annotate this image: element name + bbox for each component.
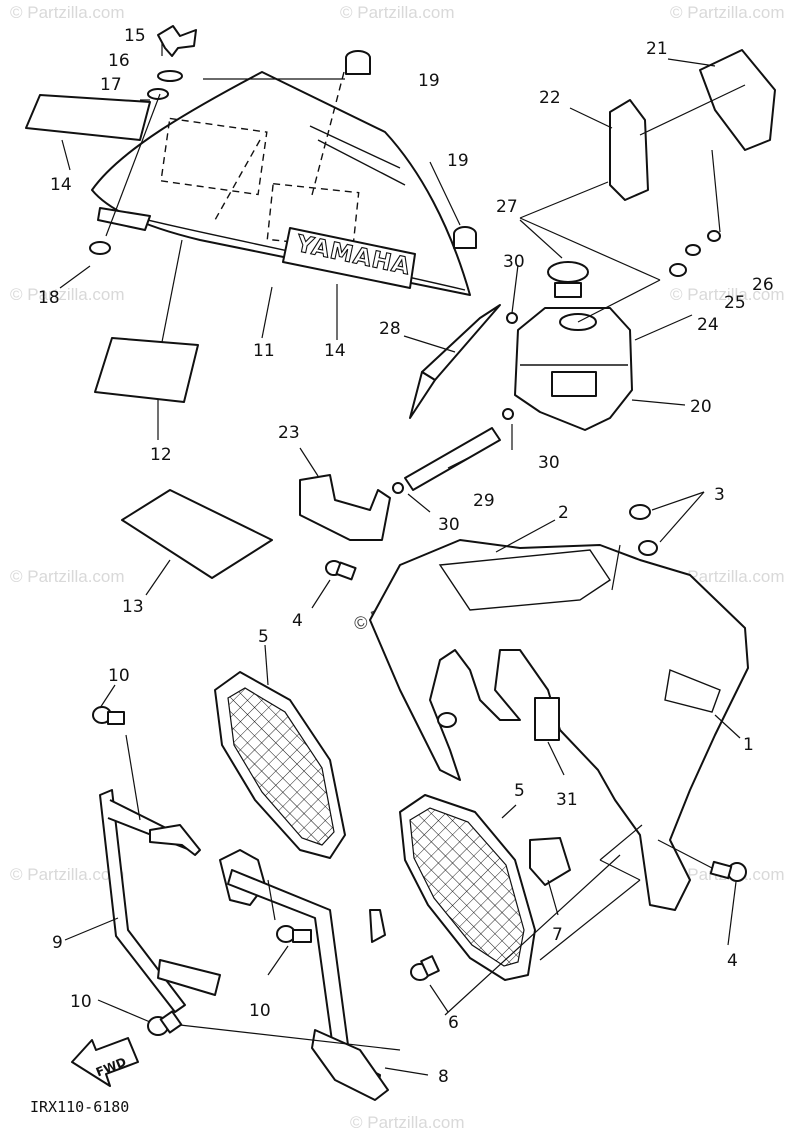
watermark: © Partzilla.com [670, 567, 785, 586]
callout-25: 25 [724, 293, 746, 313]
callout-4-right: 4 [727, 951, 738, 971]
bracket-22 [609, 99, 649, 201]
callout-30-mid: 30 [538, 453, 560, 473]
reservoir-tank-20 [514, 261, 633, 431]
callout-10-left: 10 [108, 666, 130, 686]
watermark: © Partzilla.com [350, 1113, 465, 1132]
callout-20: 20 [690, 397, 712, 417]
watermark: © Partzilla.com [670, 3, 785, 22]
washer-25 [685, 244, 701, 256]
bolt-10-mid [276, 925, 312, 943]
fwd-arrow: FWD [71, 1037, 139, 1087]
clamp-30 [506, 312, 518, 324]
bolt-10-left [92, 706, 125, 725]
watermark: © Partzilla.com [10, 3, 125, 22]
callout-1: 1 [743, 735, 754, 755]
callout-12: 12 [150, 445, 172, 465]
bolt-6 [410, 955, 440, 981]
callout-27: 27 [496, 197, 518, 217]
washer-16 [157, 70, 183, 82]
wing-bolt-15 [157, 25, 197, 57]
bolt-10-bottom [147, 1010, 183, 1036]
grille-5-right [399, 794, 536, 981]
callout-26: 26 [752, 275, 774, 295]
bracket-21 [699, 49, 776, 151]
callout-5-left: 5 [258, 627, 269, 647]
callout-6: 6 [448, 1013, 459, 1033]
washer-17 [147, 88, 169, 100]
callout-2: 2 [558, 503, 569, 523]
callout-19-top: 19 [418, 71, 440, 91]
bolt-4-right [709, 860, 747, 882]
hose-28 [409, 304, 501, 419]
callout-14-left: 14 [50, 175, 72, 195]
bolt-4-top [325, 560, 357, 581]
callout-numbers: 1 2 3 4 4 5 5 6 7 8 9 10 10 10 11 12 13 … [38, 26, 774, 1087]
callout-8: 8 [438, 1067, 449, 1087]
callout-9: 9 [52, 933, 63, 953]
callout-30-bottom: 30 [438, 515, 460, 535]
callout-24: 24 [697, 315, 719, 335]
decal-12 [94, 337, 199, 403]
watermark: © Partzilla.com [10, 567, 125, 586]
guard-9 [99, 789, 221, 1013]
diagram-code: IRX110-6180 [30, 1098, 129, 1116]
callout-4-top: 4 [292, 611, 303, 631]
clamp-30 [502, 408, 514, 420]
decal-14-left [25, 94, 151, 141]
callout-21: 21 [646, 39, 668, 59]
callout-7: 7 [552, 925, 563, 945]
callout-16: 16 [108, 51, 130, 71]
nut-18 [89, 241, 111, 255]
cap-27 [547, 261, 589, 283]
decal-31 [534, 697, 560, 741]
bracket-23 [299, 474, 391, 541]
callout-30-top: 30 [503, 252, 525, 272]
callout-5-right: 5 [514, 781, 525, 801]
watermark: © Partzilla.com [340, 3, 455, 22]
watermark: © Partzilla.com [10, 285, 125, 304]
grommet-3 [638, 540, 658, 556]
hose-29 [392, 312, 518, 494]
clamp-30 [392, 482, 404, 494]
leader-lines [59, 43, 746, 1076]
callout-31: 31 [556, 790, 578, 810]
callout-17: 17 [100, 75, 122, 95]
callout-11: 11 [253, 341, 275, 361]
fastener-group-top [89, 25, 477, 255]
callout-14-right: 14 [324, 341, 346, 361]
grommet-3 [629, 504, 651, 520]
bolt-24 [669, 263, 687, 277]
guard-8 [219, 849, 389, 1101]
grille-5-left [214, 671, 346, 859]
callout-23: 23 [278, 423, 300, 443]
callout-28: 28 [379, 319, 401, 339]
bolts [92, 560, 747, 1036]
callout-13: 13 [122, 597, 144, 617]
watermark: © Partzilla.com [10, 865, 125, 884]
callout-10-mid: 10 [249, 1001, 271, 1021]
callout-18: 18 [38, 288, 60, 308]
callout-19-right: 19 [447, 151, 469, 171]
decal-13 [121, 489, 273, 579]
callout-15: 15 [124, 26, 146, 46]
callout-3: 3 [714, 485, 725, 505]
callout-22: 22 [539, 88, 561, 108]
callout-10-bottom: 10 [70, 992, 92, 1012]
bracket-7 [529, 837, 571, 886]
callout-29: 29 [473, 491, 495, 511]
watermark: © Partzilla.com [670, 285, 785, 304]
nut-26 [707, 230, 721, 242]
